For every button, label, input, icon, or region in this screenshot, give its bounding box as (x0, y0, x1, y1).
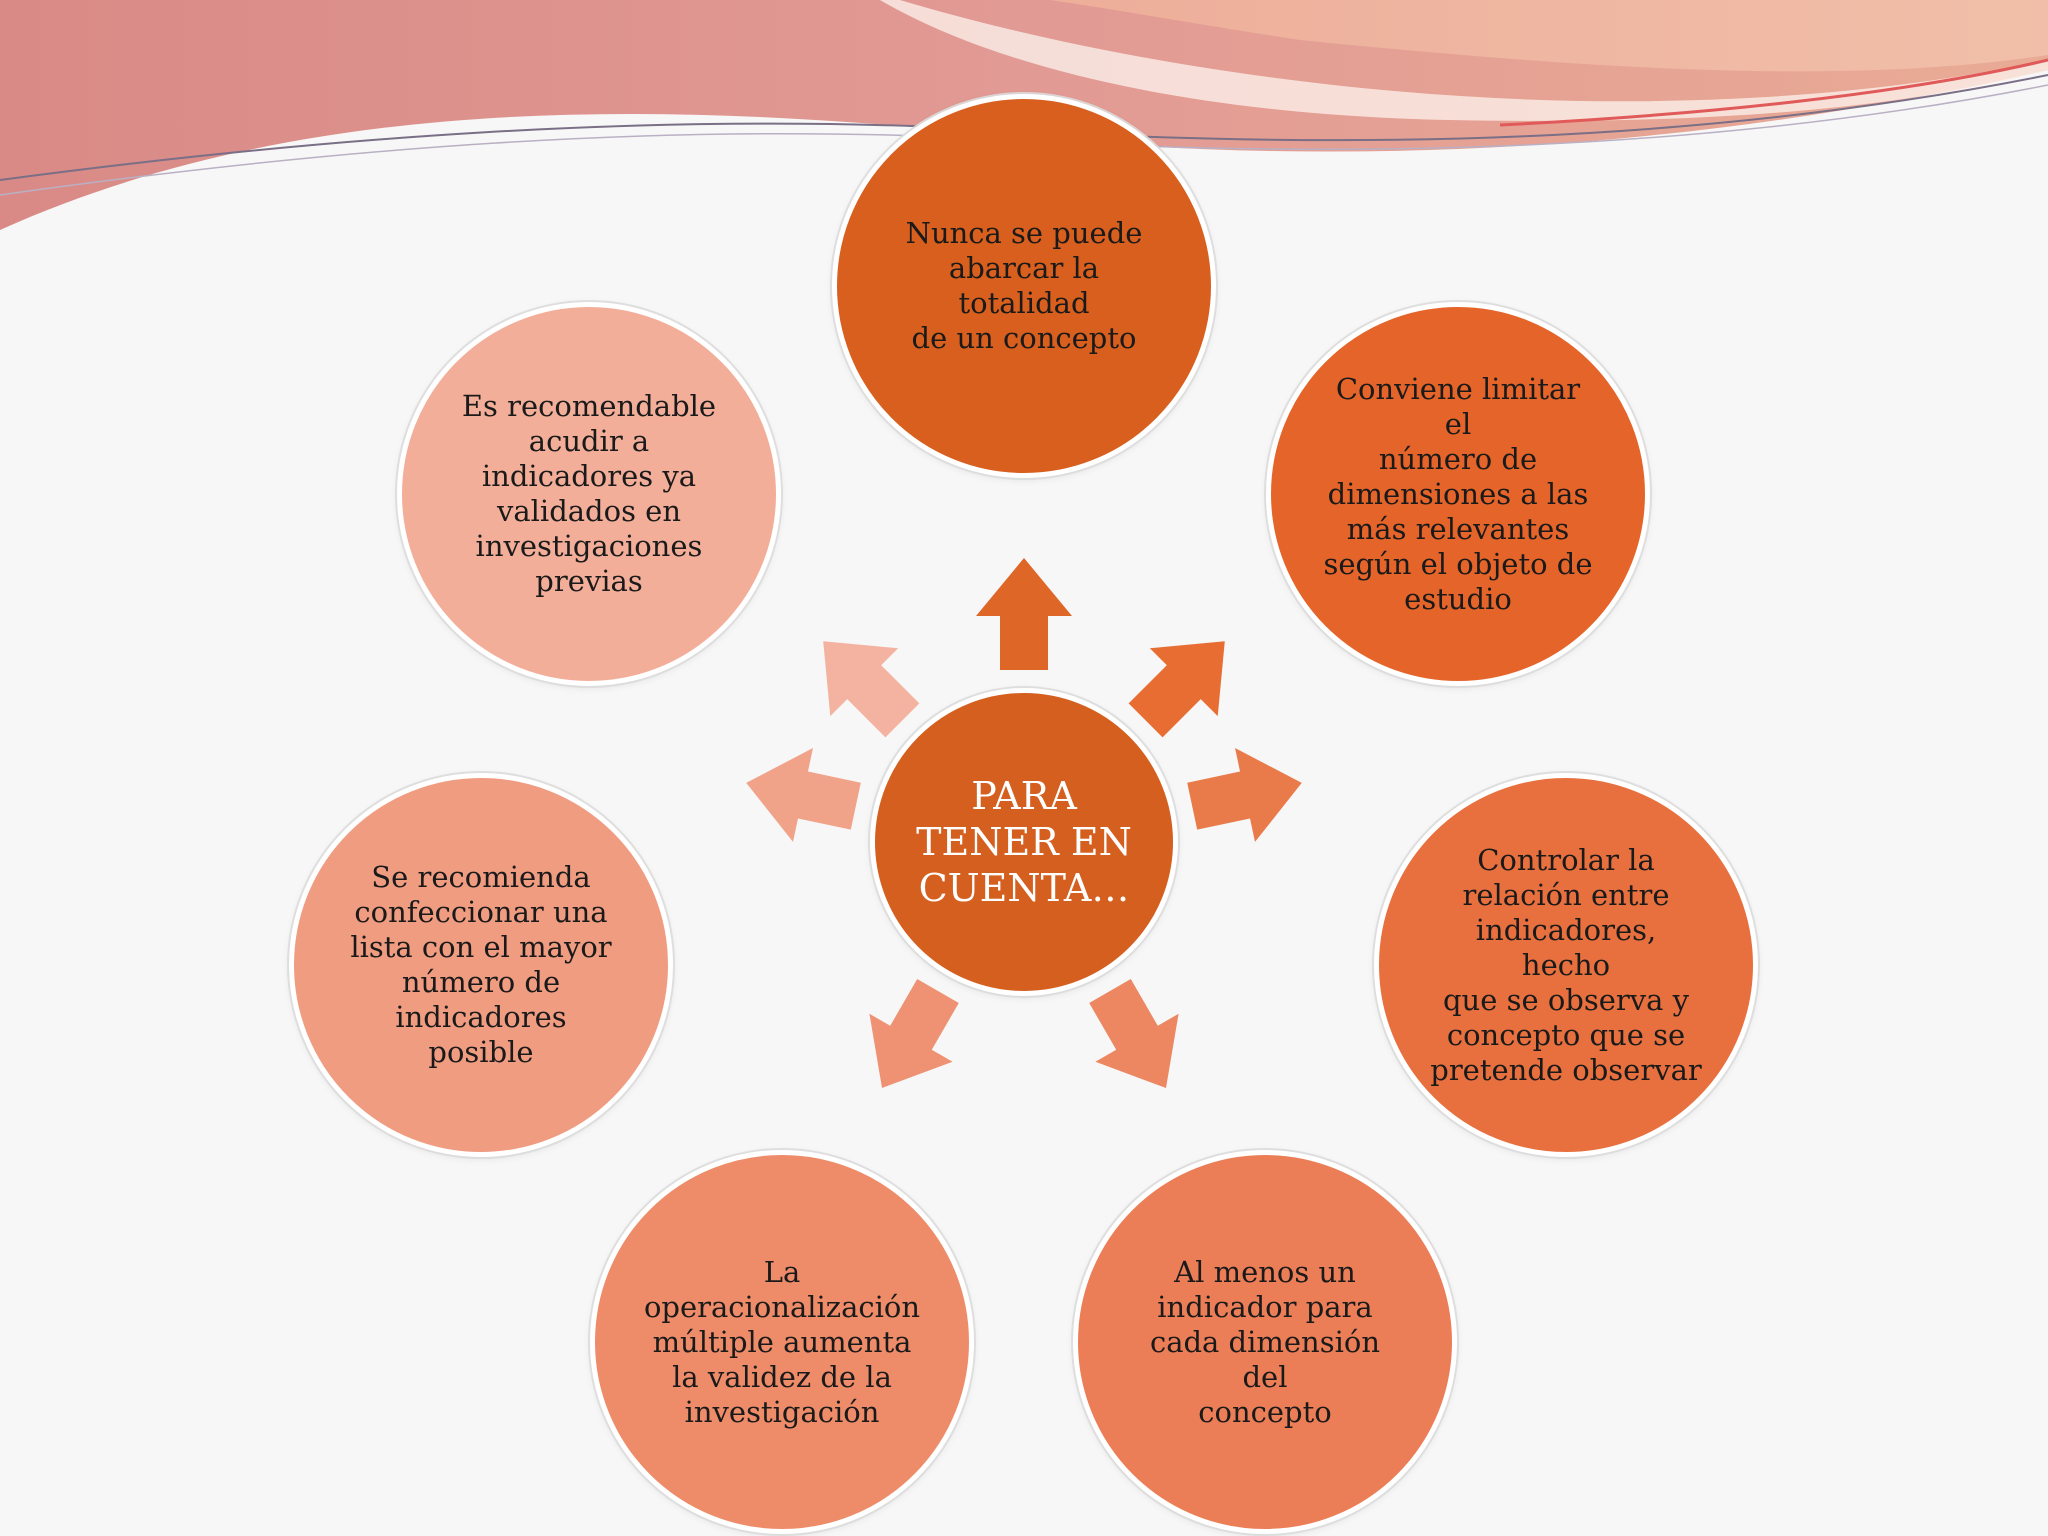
arrow-to-top-right (1112, 607, 1259, 754)
arrow-to-right (1182, 736, 1312, 853)
arrow-to-bottom-right (1068, 967, 1207, 1112)
node-top-right: Conviene limitar el número de dimensione… (1266, 302, 1650, 686)
node-top: Nunca se puede abarcar la totalidad de u… (832, 94, 1216, 478)
center-node: PARA TENER EN CUENTA… (870, 688, 1178, 996)
node-bottom-right-label: Al menos un indicador para cada dimensió… (1128, 1255, 1402, 1430)
node-bottom-left: La operacionalización múltiple aumenta l… (590, 1150, 974, 1534)
node-left-label: Se recomienda confeccionar una lista con… (344, 860, 618, 1070)
node-top-right-label: Conviene limitar el número de dimensione… (1321, 372, 1595, 617)
arrow-to-left (736, 736, 866, 853)
node-bottom-right: Al menos un indicador para cada dimensió… (1073, 1150, 1457, 1534)
node-top-label: Nunca se puede abarcar la totalidad de u… (887, 216, 1161, 356)
node-right: Controlar la relación entre indicadores,… (1374, 773, 1758, 1157)
node-top-left-label: Es recomendable acudir a indicadores ya … (462, 389, 716, 599)
center-node-label: PARA TENER EN CUENTA… (916, 773, 1132, 911)
node-top-left: Es recomendable acudir a indicadores ya … (397, 302, 781, 686)
node-left: Se recomienda confeccionar una lista con… (289, 773, 673, 1157)
arrow-to-top (976, 558, 1072, 670)
arrow-to-bottom-left (840, 967, 979, 1112)
node-right-label: Controlar la relación entre indicadores,… (1429, 843, 1703, 1088)
node-bottom-left-label: La operacionalización múltiple aumenta l… (644, 1255, 920, 1430)
